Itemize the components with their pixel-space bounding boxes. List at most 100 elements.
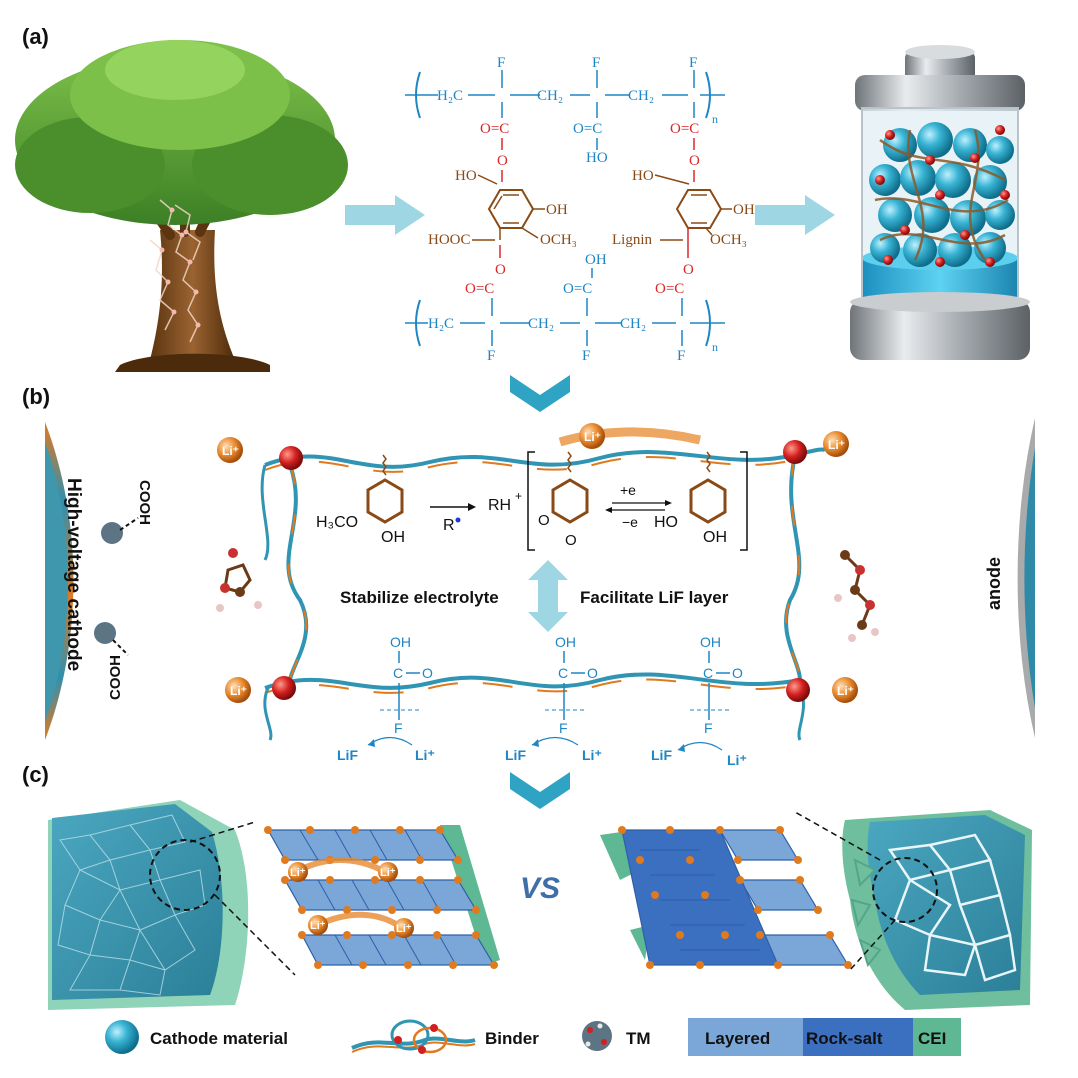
li-ion-2: Li⁺ — [579, 423, 605, 449]
li-ion-4: Li⁺ — [225, 677, 251, 703]
legend-layered-swatch — [688, 1018, 803, 1056]
binder-network — [260, 427, 826, 741]
top-f2: F — [592, 55, 600, 71]
catechol-oh-label: OH — [703, 529, 727, 546]
top-acid-co: O=C — [573, 121, 602, 137]
panel-label-a: (a) — [22, 24, 49, 49]
svg-text:Li⁺: Li⁺ — [310, 920, 326, 932]
tm-icon — [582, 1021, 612, 1051]
cathode-particle-stable — [48, 800, 296, 1010]
svg-text:Li⁺: Li⁺ — [290, 867, 306, 879]
h3co-label: H₃CO — [316, 514, 358, 531]
crosslink-node-1 — [279, 446, 303, 470]
cooh-top-label: COOH — [136, 480, 153, 525]
anode-label: anode — [984, 557, 1004, 610]
cathode-material-icon — [105, 1020, 139, 1054]
catechol-ho-label: HO — [654, 514, 678, 531]
li-ion-3: Li⁺ — [823, 431, 849, 457]
svg-text:Li⁺: Li⁺ — [230, 684, 247, 698]
panel-label-b: (b) — [22, 384, 50, 409]
plus-e-label: +e — [620, 482, 636, 498]
cooh-bottom-label: COOH — [107, 655, 124, 700]
svg-text:Li⁺: Li⁺ — [837, 684, 854, 698]
top-ester1-o: O — [497, 153, 508, 169]
tm-cluster-bottom-icon — [94, 622, 116, 644]
facilitate-lif-label: Facilitate LiF layer — [580, 588, 729, 607]
tm-cluster-top-icon — [101, 522, 123, 544]
top-n: n — [712, 112, 718, 126]
anode: anode — [984, 418, 1035, 738]
svg-text:O: O — [422, 665, 433, 681]
svg-text:OH: OH — [555, 634, 576, 650]
li-ion-1: Li⁺ — [217, 437, 243, 463]
legend: Cathode material Binder TM Layered Rock-… — [105, 1018, 961, 1056]
top-ch2-2: CH₂ — [628, 88, 654, 104]
ec-molecule-icon — [216, 548, 262, 612]
dmc-molecule-icon — [834, 550, 879, 642]
minus-e-label: −e — [622, 514, 638, 530]
svg-text:O: O — [538, 512, 550, 529]
legend-rocksalt: Rock-salt — [806, 1029, 883, 1048]
top-f3: F — [689, 55, 697, 71]
svg-text:OH: OH — [700, 634, 721, 650]
crosslink-node-4 — [786, 678, 810, 702]
cooh-group-2: OH C O F — [545, 634, 598, 736]
polymer-structure: H₂C CH₂ CH₂ F F F n O=C O O=C HO O=C O H… — [405, 55, 755, 364]
stabilize-electrolyte-label: Stabilize electrolyte — [340, 588, 499, 607]
lignin-right-oh: OH — [733, 202, 755, 218]
lignin-left-oh: OH — [546, 202, 568, 218]
zoom-circle-left — [149, 839, 221, 911]
bottom-ester3-o: O — [683, 262, 694, 278]
panel-label-c: (c) — [22, 762, 49, 787]
crosslink-node-3 — [272, 676, 296, 700]
bottom-ch2-2: CH₂ — [620, 316, 646, 332]
top-f1: F — [497, 55, 505, 71]
legend-binder: Binder — [485, 1029, 539, 1048]
svg-text:LiF: LiF — [337, 747, 358, 763]
crosslink-node-2 — [783, 440, 807, 464]
legend-cei-swatch — [913, 1018, 961, 1056]
guaiacol-oh-label: OH — [381, 529, 405, 546]
top-h2c: H₂C — [437, 88, 463, 104]
battery-illustration — [850, 45, 1030, 360]
svg-text:Li⁺: Li⁺ — [582, 747, 602, 763]
lignin-left-ho: HO — [455, 168, 477, 184]
bottom-f1: F — [487, 348, 495, 364]
bottom-acid-oh: OH — [585, 252, 607, 268]
svg-text:+: + — [515, 489, 522, 503]
rocksalt-lattice-degraded — [600, 826, 852, 969]
lignin-right-lignin: Lignin — [612, 232, 652, 248]
tree-illustration — [15, 40, 348, 372]
svg-text:O: O — [587, 665, 598, 681]
cathode-label: High-voltage cathode — [63, 478, 84, 671]
bottom-n: n — [712, 340, 718, 354]
legend-tm: TM — [626, 1029, 651, 1048]
binder-icon — [351, 1019, 476, 1054]
lif-formation: LiF Li⁺ LiF Li⁺ LiF Li⁺ — [337, 736, 747, 768]
svg-text:LiF: LiF — [505, 747, 526, 763]
svg-text:Li⁺: Li⁺ — [828, 438, 845, 452]
bottom-h2c: H₂C — [428, 316, 454, 332]
chevron-down-2-icon — [510, 772, 570, 809]
top-ch2-1: CH₂ — [537, 88, 563, 104]
top-ester3-o: O — [689, 153, 700, 169]
zoom-circle-right — [872, 857, 938, 923]
legend-rocksalt-swatch — [803, 1018, 913, 1056]
rh-plus-label: RH — [488, 497, 511, 514]
cathode-particle-degraded — [794, 810, 1032, 1010]
chevron-down-1-icon — [510, 375, 570, 412]
svg-text:C: C — [703, 665, 713, 681]
svg-text:F: F — [704, 720, 713, 736]
top-ester3-co: O=C — [670, 121, 699, 137]
bottom-f2: F — [582, 348, 590, 364]
svg-text:Li⁺: Li⁺ — [415, 747, 435, 763]
svg-text:C: C — [558, 665, 568, 681]
svg-text:Li⁺: Li⁺ — [380, 867, 396, 879]
svg-text:Li⁺: Li⁺ — [396, 923, 412, 935]
bottom-acid-co: O=C — [563, 281, 592, 297]
cooh-group-3: OH C O F — [690, 634, 743, 736]
svg-text:F: F — [559, 720, 568, 736]
reaction-scheme: H₃CO OH R RH + O O +e −e HO OH — [316, 451, 748, 551]
svg-text:O: O — [565, 532, 577, 549]
bottom-ester1-co: O=C — [465, 281, 494, 297]
